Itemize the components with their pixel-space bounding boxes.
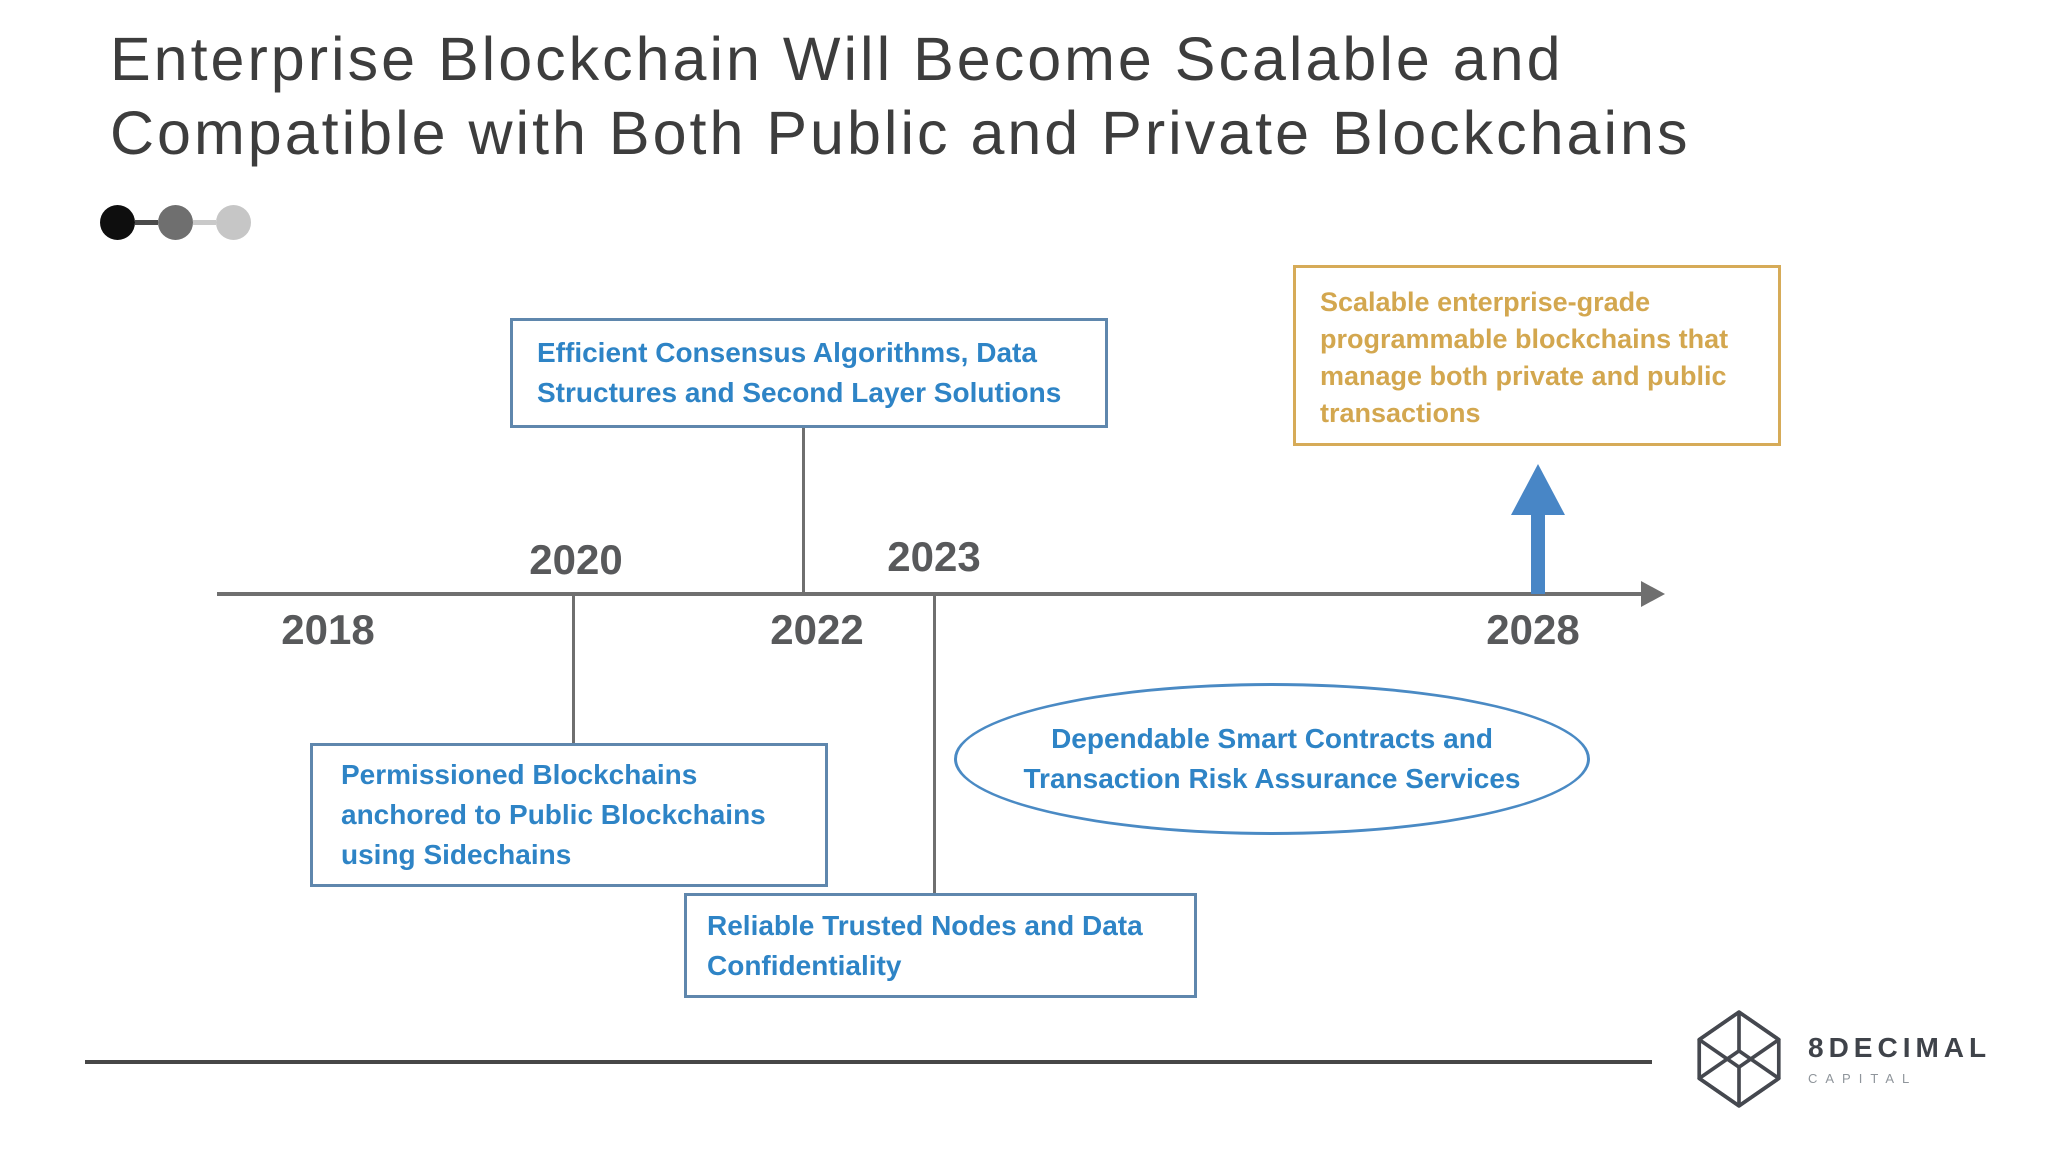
milestone-box-permissioned-text: Permissioned Blockchains anchored to Pub…	[341, 759, 766, 870]
milestone-box-consensus: Efficient Consensus Algorithms, Data Str…	[510, 318, 1108, 428]
progress-dot-2	[158, 205, 193, 240]
milestone-box-consensus-text: Efficient Consensus Algorithms, Data Str…	[537, 337, 1062, 408]
year-label-2018: 2018	[281, 606, 375, 653]
up-arrow-icon	[1511, 464, 1565, 515]
slide-title-line-1: Enterprise Blockchain Will Become Scalab…	[110, 25, 1564, 93]
logo-name: 8DECIMAL	[1808, 1031, 1992, 1063]
footer-divider	[85, 1060, 1652, 1064]
connector-2022	[802, 428, 805, 594]
slide-title-line-2: Compatible with Both Public and Private …	[110, 99, 1691, 167]
logo-text-block: 8DECIMAL CAPITAL	[1808, 1031, 1992, 1086]
logo-subtitle: CAPITAL	[1808, 1070, 1918, 1086]
connector-2020	[572, 595, 575, 743]
progress-dot-connector-2	[193, 220, 216, 225]
milestone-ellipse-smart-contracts-text: Dependable Smart Contracts and Transacti…	[1023, 723, 1521, 794]
connector-2023	[933, 595, 936, 893]
milestone-box-permissioned: Permissioned Blockchains anchored to Pub…	[310, 743, 828, 887]
milestone-box-trusted-nodes-text: Reliable Trusted Nodes and Data Confiden…	[707, 909, 1143, 981]
year-label-2022: 2022	[770, 606, 864, 653]
timeline-axis	[217, 592, 1645, 596]
year-label-2028: 2028	[1486, 606, 1580, 653]
year-label-2023: 2023	[887, 533, 981, 580]
company-logo: 8DECIMAL CAPITAL	[1688, 1008, 1991, 1110]
milestone-ellipse-smart-contracts: Dependable Smart Contracts and Transacti…	[954, 683, 1590, 835]
timeline-arrowhead-icon	[1641, 581, 1665, 607]
progress-dots	[100, 205, 251, 240]
progress-dot-connector-1	[135, 220, 158, 225]
slide-title: Enterprise Blockchain Will Become Scalab…	[110, 22, 1690, 170]
progress-dot-1	[100, 205, 135, 240]
cube-wireframe-icon	[1697, 1010, 1781, 1108]
up-arrow-stem	[1531, 512, 1545, 594]
year-label-2020: 2020	[529, 536, 623, 583]
future-state-box: Scalable enterprise-grade programmable b…	[1293, 265, 1781, 446]
future-state-box-text: Scalable enterprise-grade programmable b…	[1320, 287, 1729, 428]
milestone-box-trusted-nodes: Reliable Trusted Nodes and Data Confiden…	[684, 893, 1197, 998]
progress-dot-3	[216, 205, 251, 240]
